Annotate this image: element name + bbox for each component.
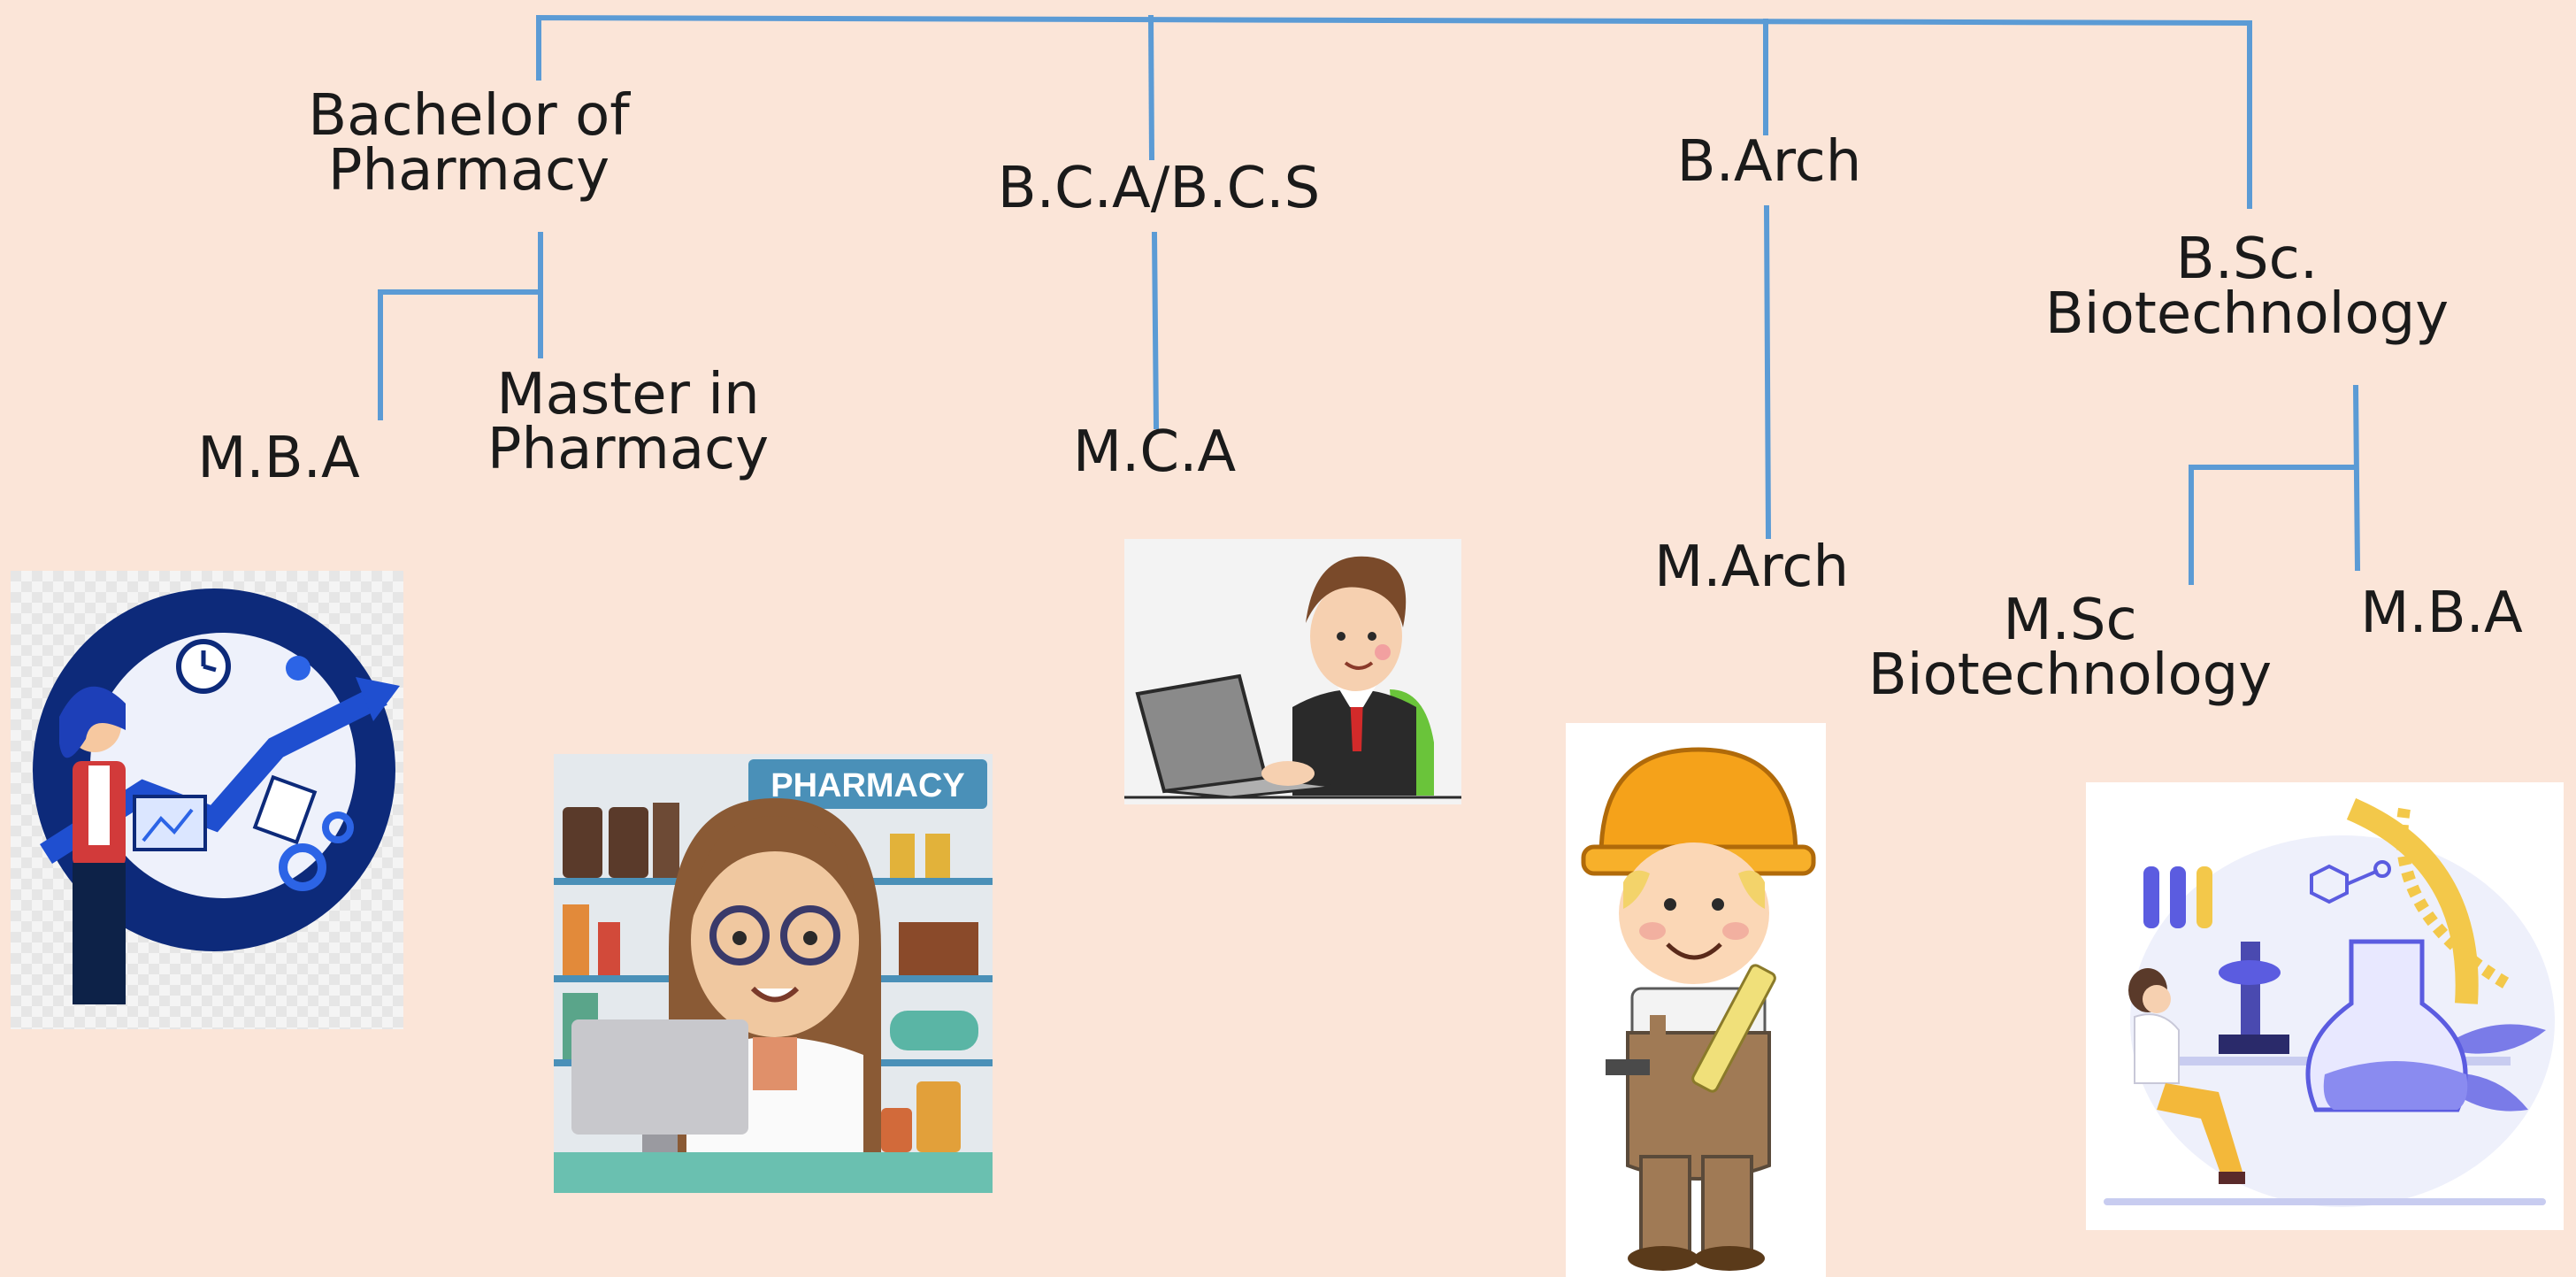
- connector-bsc-branch: [2352, 384, 2361, 572]
- degree-label-line2: Pharmacy: [327, 138, 610, 204]
- programmer-at-laptop-illustration: [1124, 539, 1461, 804]
- option-label-line2: Biotechnology: [1867, 642, 2273, 708]
- option-label-line2: Pharmacy: [487, 417, 770, 482]
- option-label-line1: Master in: [496, 362, 760, 427]
- option-march: M.Arch: [1628, 535, 1875, 600]
- degree-bsc-biotechnology: B.Sc. Biotechnology: [2017, 227, 2477, 347]
- degree-label-line1: Bachelor of: [308, 83, 630, 149]
- connector-msc: [2189, 465, 2358, 585]
- pharmacy-sign: [748, 759, 987, 809]
- degree-label-line2: Biotechnology: [2044, 281, 2450, 347]
- option-mba-biotech: M.B.A: [2318, 581, 2565, 646]
- option-msc-biotechnology: M.Sc Biotechnology: [1849, 588, 2291, 708]
- pharmacy-sign-text: PHARMACY: [770, 767, 965, 804]
- top-horizontal-connector: [536, 14, 2252, 209]
- degree-barch: B.Arch: [1637, 129, 1902, 195]
- degree-bca-bcs: B.C.A/B.C.S: [982, 156, 1336, 221]
- connector-mba-left: [378, 289, 541, 420]
- degree-label-line1: B.Arch: [1676, 129, 1862, 195]
- business-management-icon: [11, 571, 403, 1029]
- option-label-line1: M.C.A: [1072, 419, 1237, 485]
- connector-bca: [1147, 14, 1155, 161]
- degree-bachelor-pharmacy: Bachelor of Pharmacy: [292, 83, 646, 204]
- biotech-laboratory-illustration: [2086, 782, 2564, 1230]
- option-mca: M.C.A: [1035, 419, 1274, 485]
- option-master-pharmacy: Master in Pharmacy: [469, 362, 787, 482]
- option-label-line1: M.B.A: [2360, 581, 2523, 646]
- option-label-line1: M.B.A: [197, 426, 360, 491]
- degree-label-line1: B.C.A/B.C.S: [997, 156, 1321, 221]
- option-label-line1: M.Arch: [1654, 535, 1849, 600]
- degree-label-line1: B.Sc.: [2175, 227, 2319, 292]
- option-label-line1: M.Sc: [2003, 588, 2137, 653]
- connector-march: [1763, 204, 1772, 540]
- architect-engineer-illustration: [1566, 723, 1826, 1277]
- pharmacist-illustration: PHARMACY: [554, 754, 993, 1193]
- connector-mca: [1151, 231, 1160, 430]
- option-mba-pharmacy: M.B.A: [159, 426, 398, 491]
